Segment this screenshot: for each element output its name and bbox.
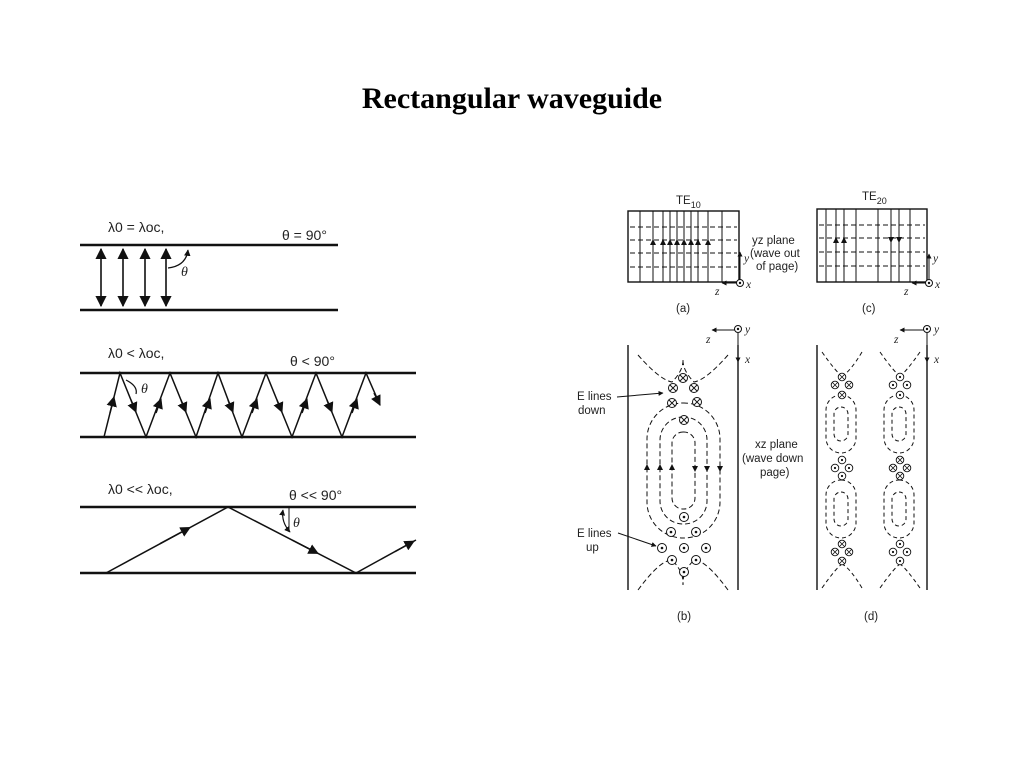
svg-text:xz plane: xz plane (755, 439, 798, 451)
svg-text:x: x (933, 354, 940, 366)
svg-text:x: x (744, 354, 751, 366)
te20-box (816, 208, 928, 283)
te20-dot-glyphs (833, 375, 909, 563)
panel-label-b: (b) (677, 611, 691, 623)
yz-axes: y x z (714, 251, 752, 298)
condition-label-1: λ0 = λoc, (108, 219, 164, 235)
ray-arrow-3b (291, 539, 319, 555)
svg-text:y: y (932, 253, 939, 265)
te20-markers (830, 372, 912, 566)
svg-text:E lines: E lines (577, 391, 612, 403)
svg-text:x: x (745, 279, 752, 291)
panel-label-c: (c) (862, 303, 876, 315)
svg-text:y: y (743, 253, 750, 265)
svg-text:y: y (933, 324, 940, 336)
slide-title: Rectangular waveguide (361, 82, 663, 115)
yz-axes-c: y x z (903, 253, 941, 298)
theta-label-2: θ (141, 382, 148, 397)
grazing-ray-3 (105, 506, 417, 574)
te20-arrowheads (833, 237, 902, 243)
svg-text:page): page) (760, 467, 790, 479)
theta-arc-3 (279, 509, 291, 533)
svg-text:down: down (578, 405, 606, 417)
te10-xz-plane: (b) (627, 345, 739, 623)
te10-e-up-markers (657, 512, 711, 577)
svg-text:up: up (586, 542, 599, 554)
theta-arc-2 (125, 379, 137, 395)
xz-plane-label: xz plane (wave down page) (742, 439, 803, 479)
te20-field-lines (825, 209, 911, 282)
angle-label-1: θ = 90° (282, 227, 327, 243)
svg-text:z: z (705, 334, 711, 346)
condition-label-3: λ0 << λoc, (108, 481, 173, 497)
te10-magnetic-lines (630, 226, 737, 268)
te10-loop-arrows (644, 464, 723, 472)
condition-label-2: λ0 < λoc, (108, 345, 164, 361)
te20-cross-section: TE20 (c) (816, 191, 928, 315)
te10-field-lines (639, 211, 723, 282)
zigzag-ray-2 (103, 370, 381, 440)
te10-dot-glyphs (660, 515, 708, 574)
svg-text:z: z (714, 286, 720, 298)
te10-magnetic-loops (637, 354, 729, 591)
ray-arrow-3a (159, 526, 191, 545)
angle-label-2: θ < 90° (290, 353, 335, 369)
te10-cross-section: TE10 (a) (627, 195, 740, 315)
mode-label-a: TE10 (676, 195, 701, 210)
panel-label-d: (d) (864, 611, 878, 623)
xz-axes-d: y z x (893, 324, 940, 366)
angle-label-3: θ << 90° (289, 487, 342, 503)
xz-axes-b: y z x (705, 324, 751, 366)
te10-arrowheads (650, 239, 711, 245)
te20-magnetic-lines (819, 224, 925, 267)
te20-xz-plane: (d) (816, 345, 928, 623)
ray-panel-2: λ0 < λoc, θ < 90° θ (80, 345, 416, 440)
yz-plane-line-1: yz plane (752, 235, 795, 247)
te20-cross-glyphs (832, 374, 910, 564)
ray-panel-3: λ0 << λoc, θ << 90° θ (80, 481, 417, 575)
te10-cross-glyphs (668, 374, 701, 424)
e-lines-down-label: E lines down (577, 390, 664, 417)
yz-plane-line-3: of page) (756, 261, 798, 273)
zigzag-arrowheads-2 (106, 392, 381, 414)
theta-arc-1 (167, 249, 191, 269)
svg-text:z: z (893, 334, 899, 346)
ray-panel-1: λ0 = λoc, θ = 90° θ (80, 219, 338, 312)
theta-label-1: θ (181, 265, 188, 280)
yz-plane-label: yz plane (wave out of page) (750, 235, 801, 273)
svg-text:z: z (903, 286, 909, 298)
svg-text:(wave down: (wave down (742, 453, 803, 465)
ray-arrow-3c (394, 540, 415, 553)
theta-label-3: θ (293, 516, 300, 531)
svg-text:x: x (934, 279, 941, 291)
svg-text:E lines: E lines (577, 528, 612, 540)
panel-label-a: (a) (676, 303, 690, 315)
e-lines-up-label: E lines up (577, 528, 657, 554)
yz-plane-line-2: (wave out (750, 248, 801, 260)
mode-label-c: TE20 (862, 191, 887, 206)
svg-text:y: y (744, 324, 751, 336)
